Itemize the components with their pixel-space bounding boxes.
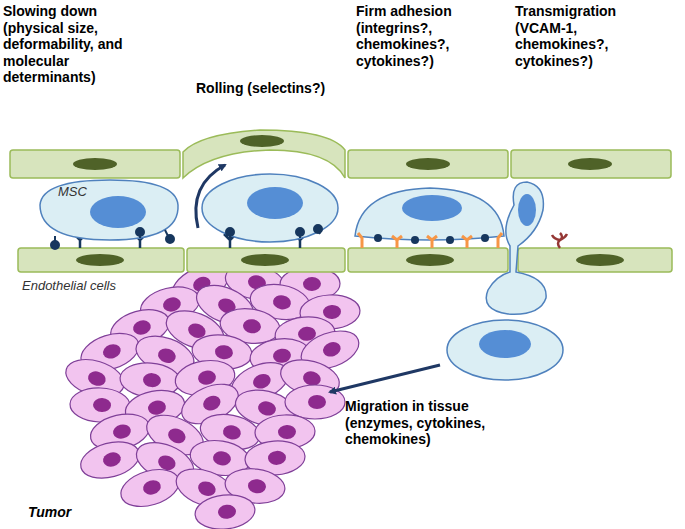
tumor-nucleus: [214, 344, 233, 360]
tumor-nucleus: [147, 399, 167, 416]
tumor-nucleus: [197, 369, 217, 386]
step-label: Migration in tissue (enzymes, cytokines,…: [345, 398, 520, 448]
tumor-nucleus: [257, 400, 278, 418]
endothelial-row: [10, 130, 671, 178]
tumor-nucleus: [222, 424, 242, 441]
step-label: Slowing down (physical size, deformabili…: [3, 3, 153, 86]
tumor-nucleus: [303, 277, 321, 291]
tumor-nucleus: [272, 294, 292, 311]
tumor-nucleus: [93, 398, 111, 413]
msc-nucleus: [402, 195, 462, 221]
msc-nucleus: [90, 196, 146, 228]
tumor-nucleus: [217, 504, 236, 520]
migration-arrow: [330, 365, 440, 392]
tumor-nucleus: [141, 478, 162, 497]
tumor-nucleus: [166, 426, 188, 446]
tumor-cell: [116, 463, 183, 513]
msc-cell: [447, 320, 563, 380]
tumor-cells: [61, 257, 364, 529]
step-label: Rolling (selectins?): [196, 80, 396, 97]
endothelial-row: [18, 248, 672, 272]
msc-receptors: [51, 228, 174, 249]
vcam-receptor: [552, 233, 567, 248]
endothelial-nuclei: [73, 135, 612, 170]
tumor-nucleus: [268, 450, 287, 465]
tumor-nucleus: [86, 369, 107, 388]
tumor-cell: [193, 492, 256, 529]
msc-nucleus: [247, 187, 303, 219]
tumor-nucleus: [242, 318, 262, 334]
msc-cell: [202, 174, 338, 242]
msc-cell: [486, 182, 546, 314]
msc-cell: [355, 188, 504, 240]
tumor-nucleus: [321, 340, 343, 359]
msc-cell: [40, 180, 178, 240]
rolling-arrow: [196, 165, 225, 228]
tumor-nucleus: [201, 393, 223, 413]
tumor-nucleus: [196, 479, 218, 498]
endothelial-nuclei: [76, 254, 624, 266]
tumor-nucleus: [112, 423, 133, 441]
tumor-nucleus: [101, 450, 122, 468]
tumor-nucleus: [156, 346, 178, 365]
tumor-nucleus: [323, 304, 342, 319]
cell-label: MSC: [58, 184, 118, 199]
msc-nucleus: [479, 330, 531, 358]
tumor-nucleus: [247, 478, 267, 494]
tumor-nucleus: [308, 395, 326, 409]
adhesion-ligands: [358, 233, 502, 248]
step-label: Transmigration (VCAM-1, chemokines?, cyt…: [515, 3, 665, 69]
tumor-nucleus: [272, 348, 292, 364]
cell-label: Endothelial cells: [22, 278, 162, 293]
step-label: Firm adhesion (integrins?, chemokines?, …: [356, 3, 496, 69]
tumor-nucleus: [143, 373, 162, 388]
tumor-nucleus: [101, 342, 122, 361]
msc-receptors: [226, 225, 322, 238]
tumor-nucleus: [278, 425, 296, 440]
tumor-nucleus: [131, 318, 152, 336]
msc-nucleus: [518, 194, 536, 226]
tumor-nucleus: [251, 371, 273, 391]
tissue-label: Tumor: [28, 504, 108, 521]
tumor-nucleus: [212, 450, 232, 467]
